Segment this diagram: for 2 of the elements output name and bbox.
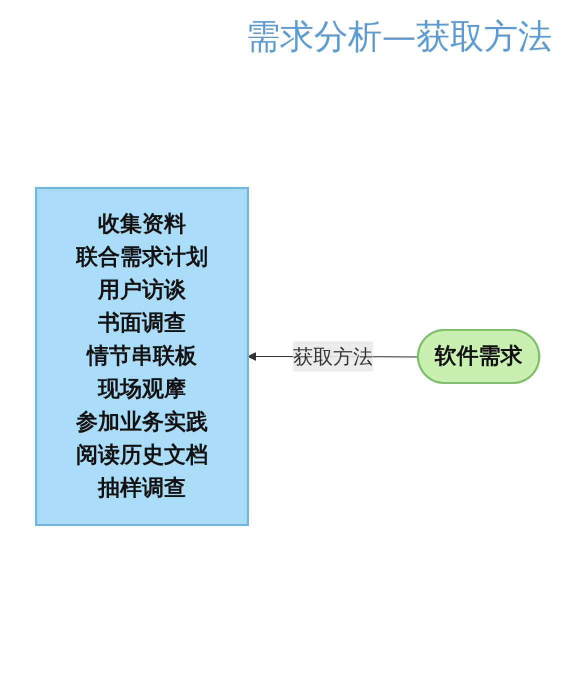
edge-label: 获取方法 [293, 344, 374, 368]
title: 需求分析—获取方法 [245, 16, 553, 59]
